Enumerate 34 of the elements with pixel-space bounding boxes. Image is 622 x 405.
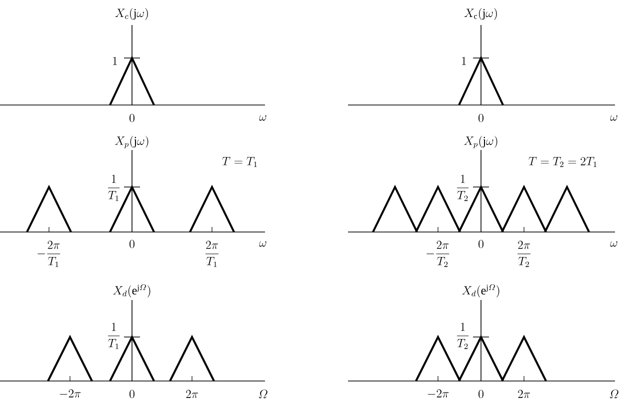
axis-label: $\varOmega$ bbox=[610, 390, 618, 398]
tick-label: $0$ bbox=[130, 240, 134, 248]
axis-title: $X_p(\mathrm{j}\omega)$ bbox=[114, 136, 148, 148]
tick-label: $0$ bbox=[130, 114, 134, 122]
tick-label: $0$ bbox=[478, 240, 484, 248]
amplitude-label: $\dfrac{1}{T_1}$ bbox=[108, 322, 120, 349]
axis-title: $X_\mathrm{c}(\mathrm{j}\omega)$ bbox=[464, 8, 497, 20]
axis-title: $X_d(\mathrm{e}^{\mathrm{j}\varOmega})$ bbox=[462, 284, 500, 298]
tick-label: $2\pi$ bbox=[518, 390, 530, 398]
tick-label: $-\dfrac{2\pi}{T_1}$ bbox=[38, 240, 60, 267]
axis-label: $\varOmega$ bbox=[259, 390, 268, 398]
period-note: $T = T_1$ bbox=[222, 157, 257, 167]
tick-label: $\dfrac{2\pi}{T_1}$ bbox=[206, 240, 218, 267]
amplitude-label: $\dfrac{1}{T_2}$ bbox=[456, 174, 469, 201]
tick-label: $0$ bbox=[478, 390, 484, 398]
amplitude-label: $\dfrac{1}{T_1}$ bbox=[108, 174, 120, 201]
tick-label: $0$ bbox=[130, 390, 134, 398]
tick-label: $0$ bbox=[478, 114, 484, 122]
axis-label: $\omega$ bbox=[259, 115, 266, 121]
tick-label: $-2\pi$ bbox=[428, 389, 449, 398]
axis-label: $\omega$ bbox=[610, 241, 618, 247]
amplitude-label: $\dfrac{1}{T_2}$ bbox=[456, 322, 469, 349]
tick-label: $-2\pi$ bbox=[60, 389, 81, 398]
tick-label: $2\pi$ bbox=[186, 390, 198, 398]
axis-label: $\omega$ bbox=[259, 241, 266, 247]
tick-label: $-\dfrac{2\pi}{T_2}$ bbox=[426, 240, 450, 267]
amplitude-label: $1$ bbox=[462, 56, 466, 65]
axis-title: $X_d(\mathrm{e}^{\mathrm{j}\varOmega})$ bbox=[112, 284, 150, 298]
axis-label: $\omega$ bbox=[610, 115, 618, 121]
tick-label: $\dfrac{2\pi}{T_2}$ bbox=[518, 240, 530, 267]
axis-title: $X_c(\mathrm{j}\omega)$ bbox=[115, 8, 148, 20]
period-note: $T = T_2 = 2T_1$ bbox=[528, 157, 596, 167]
axis-title: $X_p(\mathrm{j}\omega)$ bbox=[464, 136, 498, 148]
amplitude-label: $1$ bbox=[113, 56, 117, 65]
